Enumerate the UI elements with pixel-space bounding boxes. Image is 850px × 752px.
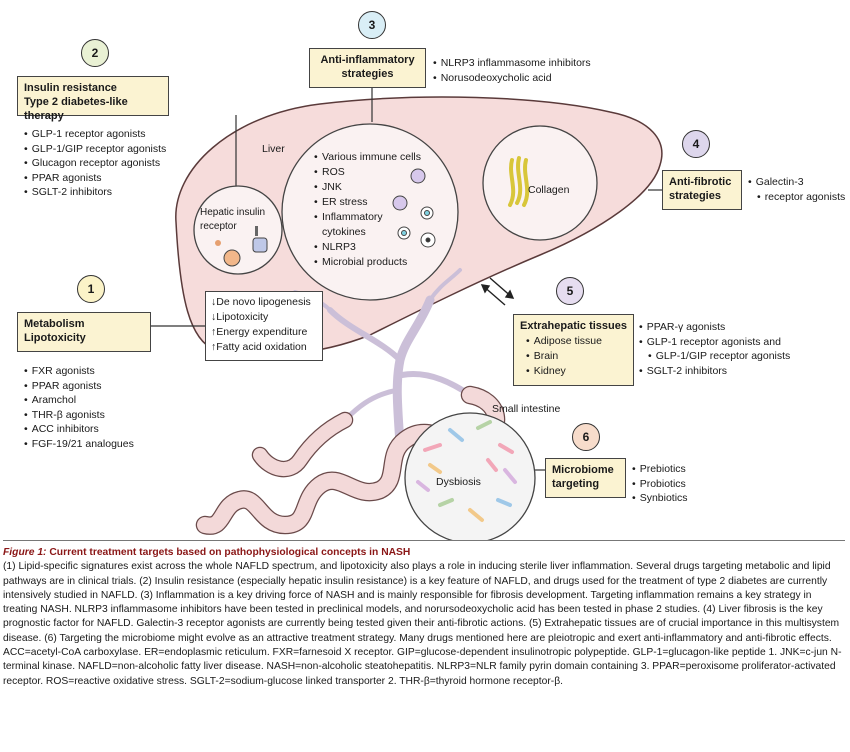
drug-item: Norusodeoxycholic acid bbox=[433, 71, 591, 86]
drug-item-cont: receptor agonists bbox=[748, 190, 846, 205]
metabolic-effect: ↑Energy expenditure bbox=[211, 326, 308, 338]
anti-fibrotic-box: Anti-fibrotic strategies bbox=[662, 170, 742, 210]
drug-item: GLP-1 receptor agonists bbox=[24, 127, 166, 142]
insulin-receptor-icon bbox=[215, 226, 268, 267]
drug-item: PPAR-γ agonists bbox=[639, 320, 790, 335]
svg-text:•: • bbox=[314, 151, 318, 163]
metabolism-box: Metabolism Lipotoxicity bbox=[17, 312, 151, 352]
svg-text:•: • bbox=[314, 196, 318, 208]
number-badge-5: 5 bbox=[556, 277, 584, 305]
small-intestine-label: Small intestine bbox=[492, 403, 560, 415]
caption-heading: Current treatment targets based on patho… bbox=[46, 547, 411, 558]
microbiome-title-1: Microbiome bbox=[552, 464, 614, 476]
drug-item: SGLT-2 inhibitors bbox=[24, 185, 166, 200]
tissue-item: Brain bbox=[526, 349, 627, 364]
microbiome-title-2: targeting bbox=[552, 478, 600, 490]
figure-caption: Figure 1: Current treatment targets base… bbox=[3, 546, 845, 689]
tissue-item: Kidney bbox=[526, 364, 627, 379]
insulin-title-2: Type 2 diabetes-like therapy bbox=[24, 96, 128, 122]
dysbiosis-label: Dysbiosis bbox=[436, 476, 481, 488]
svg-text:•: • bbox=[314, 166, 318, 178]
drug-item: FGF-19/21 analogues bbox=[24, 437, 134, 452]
drug-item: Glucagon receptor agonists bbox=[24, 156, 166, 171]
immune-item: Microbial products bbox=[322, 256, 407, 268]
metabolic-effect: ↓De novo lipogenesis bbox=[211, 296, 311, 308]
exchange-arrows bbox=[480, 277, 515, 306]
metabolic-effect: ↑Fatty acid oxidation bbox=[211, 341, 307, 353]
drug-item: PPAR agonists bbox=[24, 379, 134, 394]
drug-item: FXR agonists bbox=[24, 364, 134, 379]
drug-item: Probiotics bbox=[632, 477, 688, 492]
anti-inflammatory-drug-list: NLRP3 inflammasome inhibitors Norusodeox… bbox=[433, 56, 591, 85]
insulin-title-1: Insulin resistance bbox=[24, 82, 117, 94]
drug-item-cont: GLP-1/GIP receptor agonists bbox=[639, 349, 791, 364]
extrahepatic-drug-list: PPAR-γ agonists GLP-1 receptor agonists … bbox=[639, 320, 791, 379]
bacteria-icons bbox=[416, 420, 517, 522]
drug-item: NLRP3 inflammasome inhibitors bbox=[433, 56, 591, 71]
microbiome-drug-list: Prebiotics Probiotics Synbiotics bbox=[632, 462, 688, 506]
nash-diagram: Liver Hepatic insulin receptor Collagen … bbox=[150, 88, 663, 540]
tissue-item: Adipose tissue bbox=[526, 334, 627, 349]
immune-item: ER stress bbox=[322, 196, 368, 208]
number-badge-3: 3 bbox=[358, 11, 386, 39]
anti-inflammatory-box: Anti-inflammatory strategies bbox=[309, 48, 426, 88]
insulin-resistance-box: Insulin resistance Type 2 diabetes-like … bbox=[17, 76, 169, 122]
anti-fibrotic-title-1: Anti-fibrotic bbox=[669, 176, 732, 188]
liver-label: Liver bbox=[262, 143, 285, 155]
drug-item: THR-β agonists bbox=[24, 408, 134, 423]
drug-item: Synbiotics bbox=[632, 491, 688, 506]
drug-item: ACC inhibitors bbox=[24, 422, 134, 437]
drug-item: Prebiotics bbox=[632, 462, 688, 477]
anti-inflammatory-title-1: Anti-inflammatory bbox=[320, 54, 415, 66]
anti-fibrotic-drug-list: Galectin-3 receptor agonists bbox=[748, 175, 846, 205]
drug-item: Galectin-3 bbox=[748, 175, 845, 190]
immune-bullets: • • • • • • • bbox=[314, 151, 318, 268]
number-badge-2: 2 bbox=[81, 39, 109, 67]
inflammation-circle bbox=[281, 123, 459, 301]
immune-item-cont: cytokines bbox=[322, 226, 366, 238]
anti-inflammatory-title-2: strategies bbox=[341, 68, 394, 80]
immune-item: Inflammatory bbox=[322, 211, 383, 223]
caption-label: Figure 1: bbox=[3, 547, 47, 558]
anti-fibrotic-title-2: strategies bbox=[669, 190, 721, 202]
drug-item: PPAR agonists bbox=[24, 171, 166, 186]
metabolic-effect: ↓Lipotoxicity bbox=[211, 311, 269, 323]
immune-item: ROS bbox=[322, 166, 345, 178]
drug-item: GLP-1/GIP receptor agonists bbox=[24, 142, 167, 157]
immune-item: NLRP3 bbox=[322, 241, 356, 253]
caption-divider bbox=[3, 540, 845, 541]
extrahepatic-title: Extrahepatic tissues bbox=[520, 320, 627, 332]
svg-text:•: • bbox=[314, 256, 318, 268]
collagen-label: Collagen bbox=[528, 184, 570, 196]
number-badge-4: 4 bbox=[682, 130, 710, 158]
caption-title: Figure 1: Current treatment targets base… bbox=[3, 547, 410, 558]
extrahepatic-box: Extrahepatic tissues Adipose tissue Brai… bbox=[513, 314, 634, 386]
metabolic-effects-box: ↓De novo lipogenesis ↓Lipotoxicity ↑Ener… bbox=[205, 291, 323, 361]
microbiome-box: Microbiome targeting bbox=[545, 458, 626, 498]
svg-text:•: • bbox=[314, 181, 318, 193]
connector-lines bbox=[150, 88, 662, 471]
svg-text:•: • bbox=[314, 241, 318, 253]
drug-item: GLP-1 receptor agonists and bbox=[639, 335, 790, 350]
insulin-drug-list: GLP-1 receptor agonists GLP-1/GIP recept… bbox=[24, 127, 167, 200]
hepatic-label-2: receptor bbox=[200, 221, 237, 232]
collagen-circle bbox=[482, 125, 598, 241]
immune-item: JNK bbox=[322, 181, 342, 193]
caption-body: (1) Lipid-specific signatures exist acro… bbox=[3, 561, 842, 687]
number-badge-6: 6 bbox=[572, 423, 600, 451]
hepatic-label-1: Hepatic insulin bbox=[200, 207, 265, 218]
svg-text:•: • bbox=[314, 211, 318, 223]
metabolism-title-2: Lipotoxicity bbox=[24, 332, 86, 344]
collagen-fibres-icon bbox=[508, 156, 530, 207]
metabolism-title-1: Metabolism bbox=[24, 318, 85, 330]
immune-cell-icons bbox=[392, 168, 436, 248]
extrahepatic-tissue-list: Adipose tissue Brain Kidney bbox=[520, 334, 627, 379]
drug-item: SGLT-2 inhibitors bbox=[639, 364, 790, 379]
drug-item: Aramchol bbox=[24, 393, 134, 408]
number-badge-1: 1 bbox=[77, 275, 105, 303]
immune-item: Various immune cells bbox=[322, 151, 421, 163]
immune-list: Various immune cells ROS JNK ER stress I… bbox=[322, 151, 421, 268]
metabolism-drug-list: FXR agonists PPAR agonists Aramchol THR-… bbox=[24, 364, 134, 452]
